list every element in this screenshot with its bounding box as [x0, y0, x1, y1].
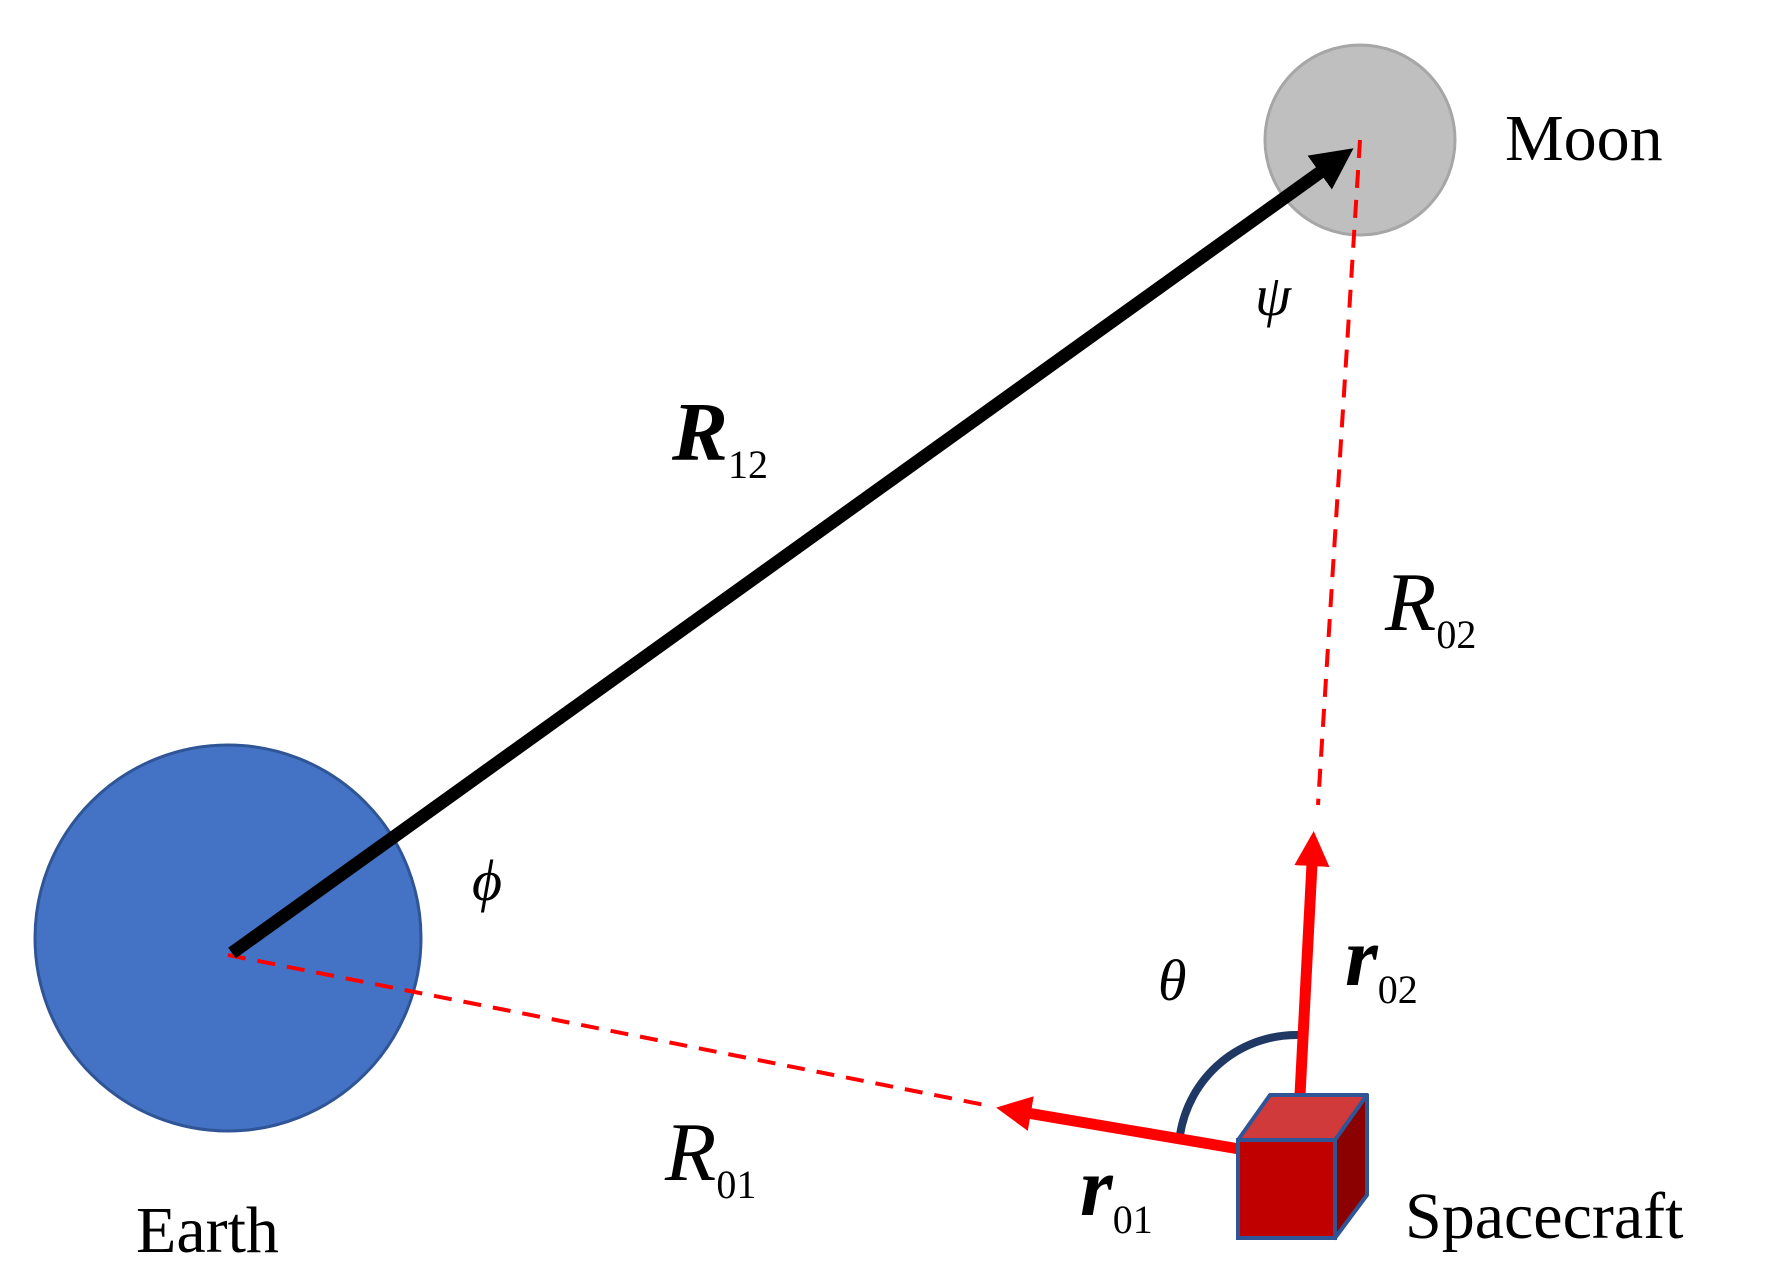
r02-unit-label: r02: [1345, 911, 1418, 1012]
phi-angle-label: ϕ: [472, 848, 502, 913]
spacecraft-cube: [1236, 1093, 1369, 1240]
r02-unit-symbol: r: [1345, 911, 1379, 1004]
r02-vector-arrow: [1294, 830, 1330, 1096]
earth-circle: [33, 743, 423, 1133]
theta-angle-arc: [1176, 1030, 1301, 1136]
r01-unit-label: r01: [1080, 1141, 1153, 1242]
r12-subscript: 12: [728, 442, 768, 487]
r01-unit-subscript: 01: [1113, 1197, 1153, 1242]
r02-unit-subscript: 02: [1378, 967, 1418, 1012]
r02-distance-subscript: 02: [1436, 612, 1476, 657]
r02-dashed-line: [1316, 139, 1362, 806]
r12-symbol: R: [671, 386, 728, 479]
spacecraft-label: Spacecraft: [1405, 1180, 1683, 1253]
r12-label: R12: [671, 386, 768, 487]
r01-distance-subscript: 01: [716, 1162, 756, 1207]
psi-angle-label: ψ: [1255, 263, 1292, 328]
r01-distance-label: R01: [664, 1106, 756, 1207]
r01-distance-symbol: R: [664, 1106, 716, 1199]
r01-vector-arrow: [996, 1096, 1246, 1156]
r02-distance-symbol: R: [1384, 556, 1436, 649]
r01-dashed-line: [227, 953, 986, 1107]
earth-label: Earth: [136, 1194, 279, 1267]
r12-vector-arrow: [228, 148, 1354, 959]
theta-angle-label: θ: [1158, 948, 1187, 1013]
moon-label: Moon: [1505, 102, 1663, 175]
r01-unit-symbol: r: [1080, 1141, 1114, 1234]
r02-distance-label: R02: [1384, 556, 1476, 657]
